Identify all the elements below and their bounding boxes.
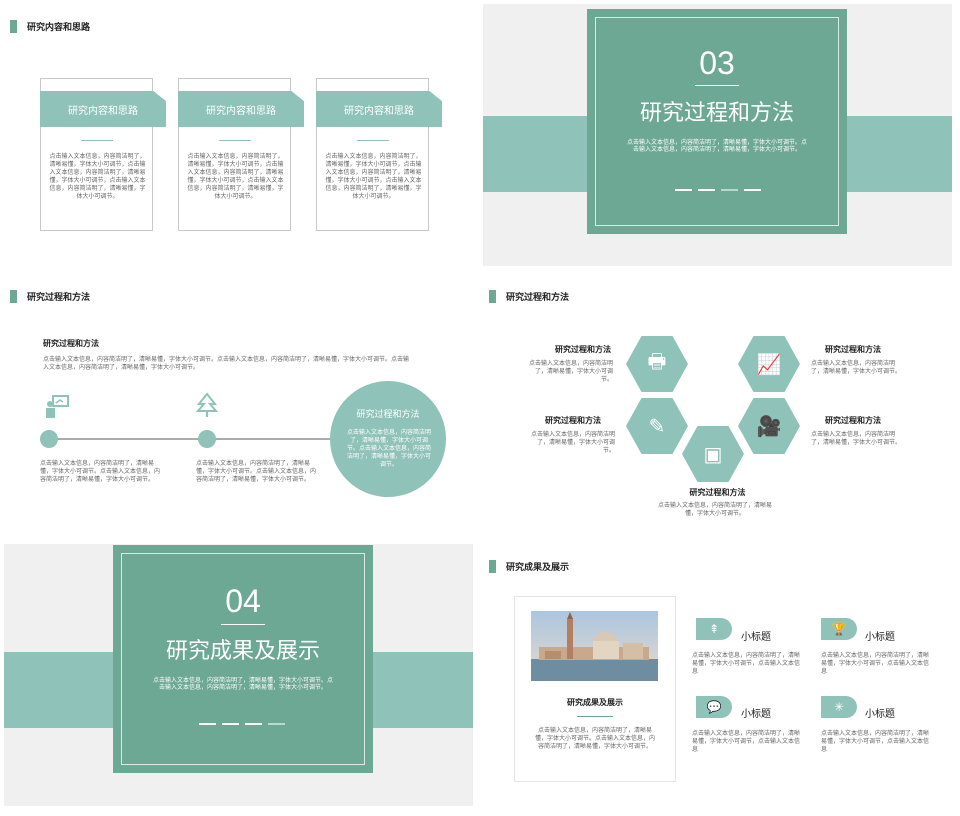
printer-icon: 🖶	[647, 349, 667, 373]
slide-header: 研究成果及展示	[489, 560, 569, 573]
section-dashes	[675, 189, 761, 191]
photo-body: 点击输入文本信息，内容简洁明了，清晰易懂，字体大小可调节。点击输入文本信息，内容…	[534, 727, 655, 750]
timeline-text: 点击输入文本信息，内容简洁明了，清晰易懂，字体大小可调节。点击输入文本信息，内容…	[40, 460, 161, 483]
card-divider	[81, 140, 113, 141]
card-divider	[357, 140, 389, 141]
section-number: 03	[699, 45, 735, 81]
item-body: 点击输入文本信息，内容简洁明了，清晰易懂，字体大小可调节。	[657, 502, 772, 517]
section-box: 04 研究成果及展示 点击输入文本信息，内容简洁明了，清晰易懂，字体大小可调节。…	[113, 545, 373, 773]
slide-process-timeline[interactable]: 研究过程和方法 研究过程和方法 点击输入文本信息，内容简洁明了，清晰易懂，字体大…	[4, 274, 473, 536]
subtitle: 小标题	[741, 632, 771, 643]
slide-header: 研究过程和方法	[10, 290, 90, 303]
video-camera-icon: 🎥	[756, 414, 782, 438]
content-card: 研究内容和思路 点击输入文本信息，内容简洁明了，清晰易懂，字体大小可调节，点击输…	[40, 78, 166, 231]
tree-icon	[195, 392, 219, 422]
section-frame	[121, 553, 365, 765]
section-number: 04	[225, 583, 261, 619]
circle-body: 点击输入文本信息，内容简洁明了，清晰易懂，字体大小可调节。点击输入文本信息，内容…	[346, 429, 431, 468]
chart-board-icon: 📈	[756, 352, 782, 376]
slide-results[interactable]: 研究成果及展示 研究成果及展示 点击输入文本信息，内容简洁明了，清晰易懂，字体大…	[483, 544, 952, 806]
highlight-circle: 研究过程和方法 点击输入文本信息，内容简洁明了，清晰易懂，字体大小可调节。点击输…	[330, 381, 446, 497]
photo-title-underline	[577, 716, 613, 717]
slide-header: 研究内容和思路	[10, 20, 90, 33]
subtitle-body: 点击输入文本信息，内容简洁明了，清晰易懂，字体大小可调节，点击输入文本信息	[692, 652, 801, 675]
content-card: 研究内容和思路 点击输入文本信息，内容简洁明了，清晰易懂，字体大小可调节，点击输…	[178, 78, 304, 231]
item-title: 研究过程和方法	[545, 415, 601, 425]
photo-card: 研究成果及展示 点击输入文本信息，内容简洁明了，清晰易懂，字体大小可调节。点击输…	[514, 596, 676, 782]
subtitle: 小标题	[865, 632, 895, 643]
slide-section-04[interactable]: 04 研究成果及展示 点击输入文本信息，内容简洁明了，清晰易懂，字体大小可调节。…	[4, 544, 473, 806]
timeline-node	[40, 430, 58, 448]
section-frame	[595, 17, 839, 226]
header-marker	[10, 20, 17, 33]
header-text: 研究过程和方法	[506, 293, 570, 303]
timeline-node	[198, 430, 216, 448]
item-body: 点击输入文本信息，内容简洁明了，清晰易懂，字体大小可调节。	[530, 431, 615, 454]
slide-research-content[interactable]: 研究内容和思路 研究内容和思路 点击输入文本信息，内容简洁明了，清晰易懂，字体大…	[4, 4, 473, 266]
subtitle: 小标题	[865, 709, 895, 720]
pencil-cup-icon: ✎	[648, 414, 666, 438]
card-title: 研究内容和思路	[178, 91, 304, 127]
subtitle-body: 点击输入文本信息，内容简洁明了，清晰易懂，字体大小可调节，点击输入文本信息	[821, 730, 930, 753]
header-marker	[489, 560, 496, 573]
timeline-intro: 点击输入文本信息，内容简洁明了，清晰易懂，字体大小可调节。点击输入文本信息，内容…	[43, 356, 410, 371]
section-title: 研究过程和方法	[639, 101, 794, 126]
card-body: 点击输入文本信息，内容简洁明了，清晰易懂，字体大小可调节，点击输入文本信息，内容…	[325, 153, 422, 200]
circle-title: 研究过程和方法	[356, 410, 420, 420]
item-body: 点击输入文本信息，内容简洁明了，清晰易懂，字体大小可调节。	[811, 431, 902, 446]
slide-header: 研究过程和方法	[489, 290, 569, 303]
header-marker	[489, 290, 496, 303]
tree-icon: ⇞	[696, 618, 732, 640]
hexagon: ▣	[682, 426, 744, 482]
lamp-icon: ✳	[821, 696, 857, 718]
item-body: 点击输入文本信息，内容简洁明了，清晰易懂，字体大小可调节。	[528, 360, 613, 383]
subtitle: 小标题	[741, 709, 771, 720]
item-title: 研究过程和方法	[825, 415, 881, 425]
slide-section-03[interactable]: 03 研究过程和方法 点击输入文本信息，内容简洁明了，清晰易懂，字体大小可调节。…	[483, 4, 952, 266]
item-title: 研究过程和方法	[689, 487, 746, 497]
hexagon: ✎	[626, 398, 688, 454]
item-title: 研究过程和方法	[825, 344, 881, 354]
card-divider	[219, 140, 251, 141]
section-title: 研究成果及展示	[165, 639, 320, 664]
section-body: 点击输入文本信息，内容简洁明了，清晰易懂，字体大小可调节。点击输入文本信息，内容…	[153, 677, 334, 691]
hexagon: 🎥	[738, 398, 800, 454]
presentation-icon	[44, 394, 70, 426]
subtitle-body: 点击输入文本信息，内容简洁明了，清晰易懂，字体大小可调节，点击输入文本信息	[692, 730, 801, 753]
header-text: 研究内容和思路	[27, 23, 91, 33]
venice-photo	[531, 611, 658, 681]
item-title: 研究过程和方法	[555, 344, 611, 354]
card-body: 点击输入文本信息，内容简洁明了，清晰易懂，字体大小可调节，点击输入文本信息，内容…	[187, 153, 284, 200]
timeline-title: 研究过程和方法	[43, 338, 99, 348]
card-title: 研究内容和思路	[40, 91, 166, 127]
hexagon: 📈	[738, 336, 800, 392]
slide-process-hexagons[interactable]: 研究过程和方法 🖶 📈 ✎ 🎥 ▣ 研究过程和方法 点击输入文本信息，内容简洁明…	[483, 274, 952, 536]
header-marker	[10, 290, 17, 303]
card-body: 点击输入文本信息，内容简洁明了，清晰易懂，字体大小可调节，点击输入文本信息，内容…	[49, 153, 146, 200]
trophy-icon: 🏆	[821, 618, 857, 640]
header-text: 研究成果及展示	[506, 563, 570, 573]
card-title: 研究内容和思路	[316, 91, 442, 127]
item-body: 点击输入文本信息，内容简洁明了，清晰易懂，字体大小可调节。	[811, 360, 902, 375]
section-box: 03 研究过程和方法 点击输入文本信息，内容简洁明了，清晰易懂，字体大小可调节。…	[587, 9, 847, 234]
media-files-icon: ▣	[703, 442, 723, 466]
photo-title: 研究成果及展示	[567, 697, 623, 707]
header-text: 研究过程和方法	[27, 293, 91, 303]
chat-icon: 💬	[696, 696, 732, 718]
section-body: 点击输入文本信息，内容简洁明了，清晰易懂，字体大小可调节。点击输入文本信息，内容…	[627, 139, 808, 153]
number-underline	[221, 624, 265, 625]
timeline-text: 点击输入文本信息，内容简洁明了，清晰易懂，字体大小可调节。点击输入文本信息，内容…	[196, 460, 317, 483]
hexagon: 🖶	[626, 336, 688, 392]
number-underline	[695, 85, 739, 86]
content-card: 研究内容和思路 点击输入文本信息，内容简洁明了，清晰易懂，字体大小可调节，点击输…	[316, 78, 442, 231]
subtitle-body: 点击输入文本信息，内容简洁明了，清晰易懂，字体大小可调节，点击输入文本信息	[821, 652, 930, 675]
section-dashes	[199, 723, 285, 725]
